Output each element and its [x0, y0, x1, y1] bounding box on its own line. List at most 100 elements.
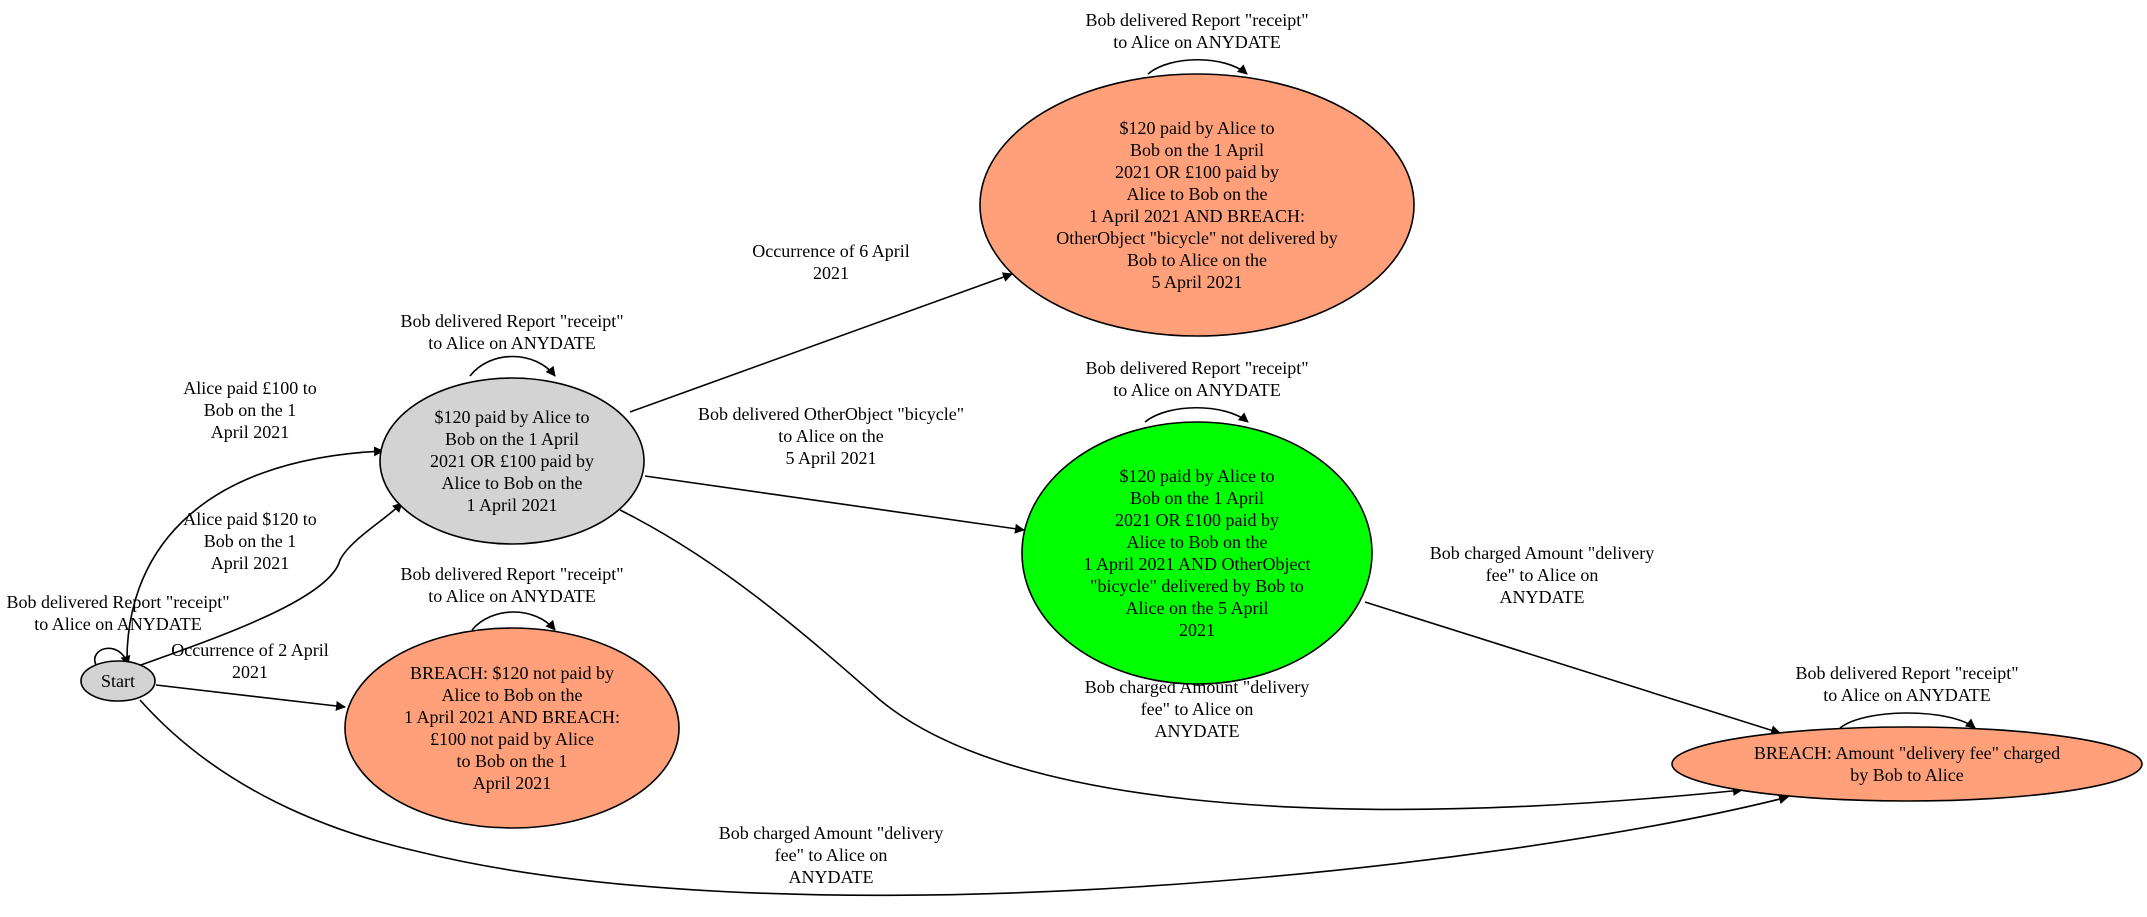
- label-line: ANYDATE: [1155, 721, 1240, 741]
- label-line: Bob delivered Report "receipt": [1795, 663, 2018, 683]
- label-line: April 2021: [211, 553, 290, 573]
- label-line: Occurrence of 6 April: [752, 241, 909, 261]
- label-line: Bob on the 1 April: [445, 429, 579, 449]
- label-line: fee" to Alice on: [775, 845, 888, 865]
- label-line: Bob charged Amount "delivery: [719, 823, 943, 843]
- label-line: 2021 OR £100 paid by: [1115, 510, 1279, 530]
- label-line: "bicycle" delivered by Bob to: [1090, 576, 1304, 596]
- label-line: 1 April 2021 AND BREACH:: [1089, 206, 1305, 226]
- edge-s5-loop: Bob delivered Report "receipt"to Alice o…: [1795, 663, 2019, 729]
- edge-s1-loop: Bob delivered Report "receipt"to Alice o…: [400, 311, 624, 377]
- label-line: to Alice on ANYDATE: [34, 614, 201, 634]
- label-line: OtherObject "bicycle" not delivered by: [1056, 228, 1338, 248]
- label-line: Alice to Bob on the: [442, 473, 583, 493]
- label-line: to Alice on ANYDATE: [428, 333, 595, 353]
- label-line: Bob on the 1 April: [1130, 488, 1264, 508]
- label-line: $120 paid by Alice to: [1120, 118, 1275, 138]
- label-line: 1 April 2021 AND BREACH:: [404, 707, 620, 727]
- label-line: to Bob on the 1: [457, 751, 568, 771]
- label-line: $120 paid by Alice to: [435, 407, 590, 427]
- edge-label: Bob delivered Report "receipt"to Alice o…: [400, 564, 623, 606]
- label-line: ANYDATE: [789, 867, 874, 887]
- label-line: April 2021: [473, 773, 552, 793]
- label-line: BREACH: Amount "delivery fee" charged: [1754, 743, 2060, 763]
- node-label: Start: [101, 671, 135, 691]
- edge-s4-loop: Bob delivered Report "receipt"to Alice o…: [400, 564, 624, 631]
- edge-label: Bob delivered Report "receipt"to Alice o…: [6, 592, 229, 634]
- label-line: Occurrence of 2 April: [171, 640, 328, 660]
- label-line: to Alice on the: [778, 426, 883, 446]
- label-line: Bob on the 1: [204, 400, 297, 420]
- label-line: to Alice on ANYDATE: [428, 586, 595, 606]
- label-line: 2021: [813, 263, 849, 283]
- label-line: to Alice on ANYDATE: [1113, 380, 1280, 400]
- label-line: 5 April 2021: [1151, 272, 1242, 292]
- label-line: Alice to Bob on the: [1127, 532, 1268, 552]
- edge-s2-loop: Bob delivered Report "receipt"to Alice o…: [1085, 10, 1309, 75]
- label-line: Alice paid £100 to: [183, 378, 316, 398]
- edge-label: Bob delivered Report "receipt"to Alice o…: [1085, 358, 1308, 400]
- label-line: Bob delivered OtherObject "bicycle": [698, 404, 964, 424]
- node-start: Start: [80, 660, 156, 702]
- label-line: Bob delivered Report "receipt": [1085, 358, 1308, 378]
- label-line: 1 April 2021: [466, 495, 557, 515]
- edge-label: Bob delivered Report "receipt"to Alice o…: [1085, 10, 1308, 52]
- label-line: Bob on the 1 April: [1130, 140, 1264, 160]
- label-line: 1 April 2021 AND OtherObject: [1084, 554, 1311, 574]
- label-line: fee" to Alice on: [1141, 699, 1254, 719]
- label-line: Bob on the 1: [204, 531, 297, 551]
- label-line: BREACH: $120 not paid by: [410, 663, 614, 683]
- label-line: 2021: [232, 662, 268, 682]
- label-line: by Bob to Alice: [1850, 765, 1964, 785]
- edge-s1-to-s3: Bob delivered OtherObject "bicycle"to Al…: [644, 404, 1025, 534]
- edge-label: Bob delivered Report "receipt"to Alice o…: [400, 311, 623, 353]
- edge-label: Bob delivered OtherObject "bicycle"to Al…: [698, 404, 964, 468]
- label-line: Alice paid $120 to: [183, 509, 316, 529]
- edge-label: Bob delivered Report "receipt"to Alice o…: [1795, 663, 2018, 705]
- label-line: $120 paid by Alice to: [1120, 466, 1275, 486]
- label-line: ANYDATE: [1500, 587, 1585, 607]
- label-line: Bob delivered Report "receipt": [1085, 10, 1308, 30]
- label-line: 2021 OR £100 paid by: [430, 451, 594, 471]
- label-line: Bob delivered Report "receipt": [400, 564, 623, 584]
- label-line: Bob delivered Report "receipt": [6, 592, 229, 612]
- label-line: 2021 OR £100 paid by: [1115, 162, 1279, 182]
- label-line: Alice on the 5 April: [1126, 598, 1269, 618]
- edge-s3-loop: Bob delivered Report "receipt"to Alice o…: [1085, 358, 1309, 423]
- label-line: £100 not paid by Alice: [430, 729, 594, 749]
- label-line: Alice to Bob on the: [442, 685, 583, 705]
- label-line: April 2021: [211, 422, 290, 442]
- label-line: to Alice on ANYDATE: [1113, 32, 1280, 52]
- label-line: Bob charged Amount "delivery: [1085, 677, 1309, 697]
- label-line: fee" to Alice on: [1486, 565, 1599, 585]
- label-line: Bob charged Amount "delivery: [1430, 543, 1654, 563]
- label-line: Alice to Bob on the: [1127, 184, 1268, 204]
- edge-start-loop: Bob delivered Report "receipt"to Alice o…: [6, 592, 230, 666]
- label-line: 5 April 2021: [785, 448, 876, 468]
- label-line: 2021: [1179, 620, 1215, 640]
- label-line: to Alice on ANYDATE: [1823, 685, 1990, 705]
